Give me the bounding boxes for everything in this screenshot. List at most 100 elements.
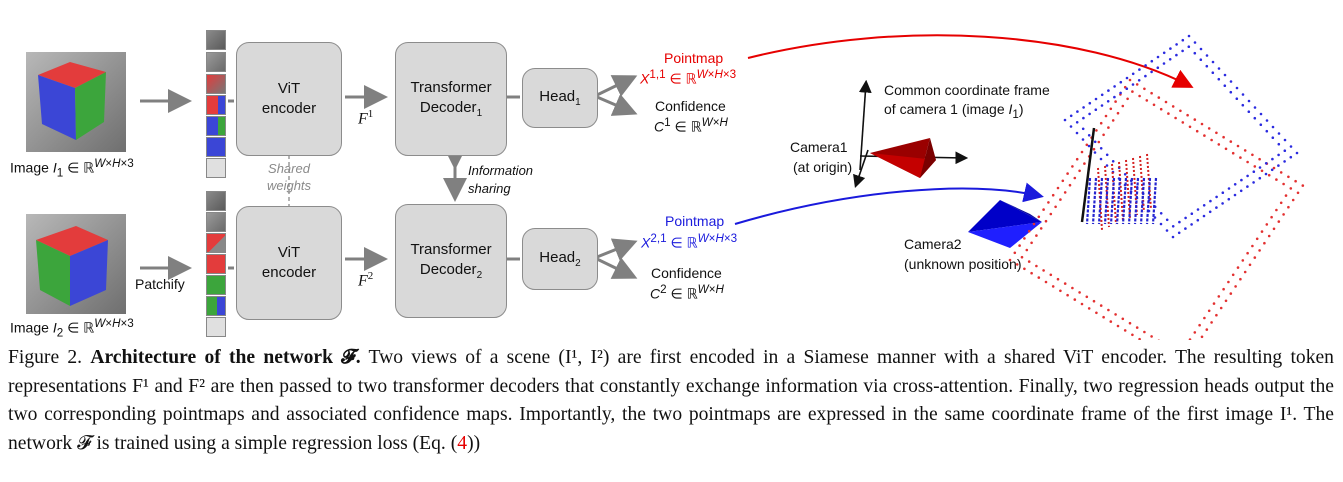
pointcloud-dot (1032, 222, 1036, 226)
pointcloud-dot (1267, 234, 1271, 238)
pointcloud-dot (1229, 90, 1233, 94)
pointcloud-dot (1020, 255, 1024, 259)
pointcloud-dot (1294, 179, 1297, 183)
pointcloud-dot (1284, 194, 1288, 197)
pointcloud-dot (1099, 304, 1103, 307)
pointcloud-stripe (1125, 159, 1131, 219)
pointcloud-dot (1231, 151, 1235, 155)
pointcloud-dot (1008, 258, 1012, 262)
pointcloud-dot (1233, 193, 1237, 197)
pointcloud-dot (1128, 321, 1132, 325)
pointcloud-dot (1246, 251, 1249, 255)
pointcloud-dot (1223, 73, 1227, 77)
pointcloud-dot (1283, 149, 1287, 152)
pointcloud-dot (1259, 112, 1263, 116)
pointcloud-dot (1042, 269, 1045, 272)
pointcloud-dot (1272, 227, 1276, 231)
pointcloud-dot (1044, 280, 1048, 284)
camera1-icon (870, 138, 936, 178)
image2-thumbnail (26, 214, 126, 314)
pointcloud-dot (1075, 131, 1079, 135)
pointcloud-dot (1165, 229, 1169, 232)
camera2-label-line2: (unknown position) (904, 256, 1022, 272)
pointcloud-dot (1107, 89, 1110, 92)
pointcloud-dot (1168, 58, 1172, 61)
pointcloud-dot (1137, 79, 1141, 82)
pointcloud-dot (1150, 70, 1153, 74)
pointcloud-dot (1076, 110, 1079, 113)
pointcloud-dot (1116, 324, 1120, 328)
pointcloud-dot (1157, 96, 1161, 99)
c1-label: C1 ∈ ℝW×H (654, 116, 728, 135)
pointcloud-dot (1061, 179, 1065, 183)
pointcloud-dot (1277, 142, 1281, 146)
f2-label: F2 (358, 270, 374, 290)
pointcloud-dot (1227, 197, 1231, 201)
pointcloud-dot (1071, 286, 1074, 290)
pointcloud-dot (1150, 335, 1153, 338)
figure-caption: Figure 2. Architecture of the network 𝓕.… (8, 344, 1334, 458)
pointcloud-dot (1277, 132, 1281, 135)
pointcloud-dot (1243, 149, 1247, 152)
pointcloud-dot (1175, 53, 1178, 57)
pointcloud-dot (1246, 174, 1249, 178)
pointcloud-dot (1205, 54, 1209, 57)
pointcloud-dot (1107, 308, 1110, 312)
caption-text-2: )) (467, 432, 481, 454)
pointcloud-dot (1260, 230, 1264, 233)
pointcloud-dot (1252, 181, 1255, 184)
pointcloud-dot (1240, 178, 1243, 182)
pointcloud-dot (1251, 153, 1254, 157)
pointcloud-dot (1205, 64, 1209, 68)
pointcloud-dot (1114, 100, 1117, 103)
pointcloud-dot (1263, 241, 1266, 245)
pointcloud-stripe (1139, 177, 1146, 225)
head-2: Head2 (522, 228, 598, 290)
pointcloud-dot (1241, 259, 1245, 262)
pointcloud-dot (1224, 299, 1228, 303)
frame-label-line2: of camera 1 (image I1) (884, 101, 1024, 121)
pointcloud-dot (1289, 187, 1293, 190)
pointcloud-dot (1184, 216, 1187, 220)
pointcloud-dot (1123, 173, 1127, 176)
pointcloud-stripe (1103, 177, 1110, 225)
pointcloud-dot (1082, 106, 1085, 109)
pointcloud-dot (1239, 156, 1242, 159)
pointcloud-dot (1277, 220, 1281, 223)
pointcloud-dot (1195, 129, 1199, 133)
pointcloud-dot (1215, 313, 1218, 317)
x11-label: X1,1 ∈ ℝW×H×3 (640, 68, 737, 87)
image1-label: Image I1 ∈ ℝW×H×3 (10, 157, 134, 180)
pointcloud-stripe (1139, 155, 1145, 213)
pointcloud-dot (1255, 237, 1259, 241)
pointcloud-dot (1186, 113, 1189, 117)
pointcloud-dot (1229, 292, 1233, 295)
pointcloud-dot (1239, 277, 1242, 281)
pointcloud-dot (1083, 162, 1086, 165)
architecture-figure: Image I1 ∈ ℝW×H×3 Image I2 ∈ ℝW×H×3 Patc… (10, 30, 1305, 340)
image1-thumbnail (26, 52, 126, 152)
pointcloud-dot (1277, 164, 1280, 167)
pointcloud-dot (1013, 251, 1017, 255)
pointcloud-dot (1037, 215, 1041, 219)
pointcloud-dot (1150, 91, 1153, 95)
pointcloud-dot (1301, 184, 1305, 187)
pointcloud-dot (1143, 87, 1146, 91)
pointcloud-dot (1114, 313, 1117, 316)
pointcloud-dot (1069, 114, 1073, 118)
pointcloud-stripe (1132, 157, 1138, 216)
pointcloud-dot (1156, 66, 1160, 69)
pointcloud-dot (1092, 299, 1096, 303)
pointcloud-dot (1295, 151, 1299, 155)
pointcloud-dot (1119, 80, 1123, 84)
pointcloud-dot (1209, 199, 1212, 203)
pointcloud-dot (1125, 76, 1129, 80)
pointcloud-dot (1164, 100, 1168, 104)
pointcloud-dot (1271, 125, 1275, 129)
pointcloud-dot (1156, 55, 1160, 59)
pointcloud-dot (1253, 106, 1257, 109)
equation-reference-link[interactable]: 4 (457, 432, 468, 454)
